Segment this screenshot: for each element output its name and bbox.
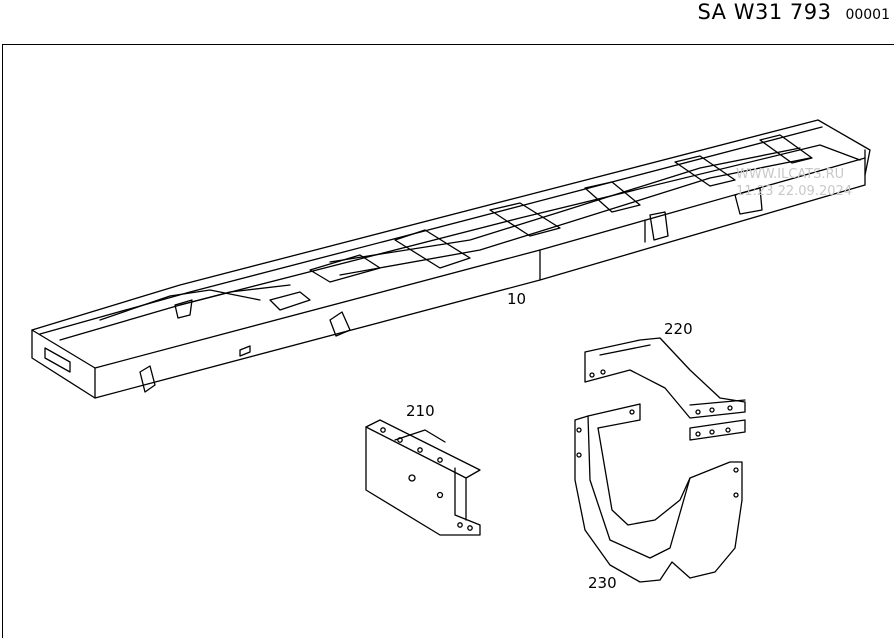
callout-bracket-220: 220 xyxy=(664,320,693,338)
watermark: WWW.ILCATS.RU 11:23 22.09.2024 xyxy=(736,166,852,200)
watermark-timestamp: 11:23 22.09.2024 xyxy=(736,184,853,199)
diagram-header: SA W31 793 00001 xyxy=(697,0,890,30)
bracket-220-part[interactable] xyxy=(584,337,746,441)
document-code: SA W31 793 xyxy=(697,0,832,24)
watermark-site: WWW.ILCATS.RU xyxy=(736,167,845,182)
callout-bracket-210: 210 xyxy=(406,402,435,420)
callout-frame-10: 10 xyxy=(507,290,527,308)
sheet-number: 00001 xyxy=(845,7,890,23)
bracket-210-part[interactable] xyxy=(365,419,481,536)
bracket-230-part[interactable] xyxy=(574,403,743,583)
drawing-frame xyxy=(2,44,894,638)
chassis-frame-part[interactable] xyxy=(31,119,871,399)
callout-bracket-230: 230 xyxy=(588,574,617,592)
